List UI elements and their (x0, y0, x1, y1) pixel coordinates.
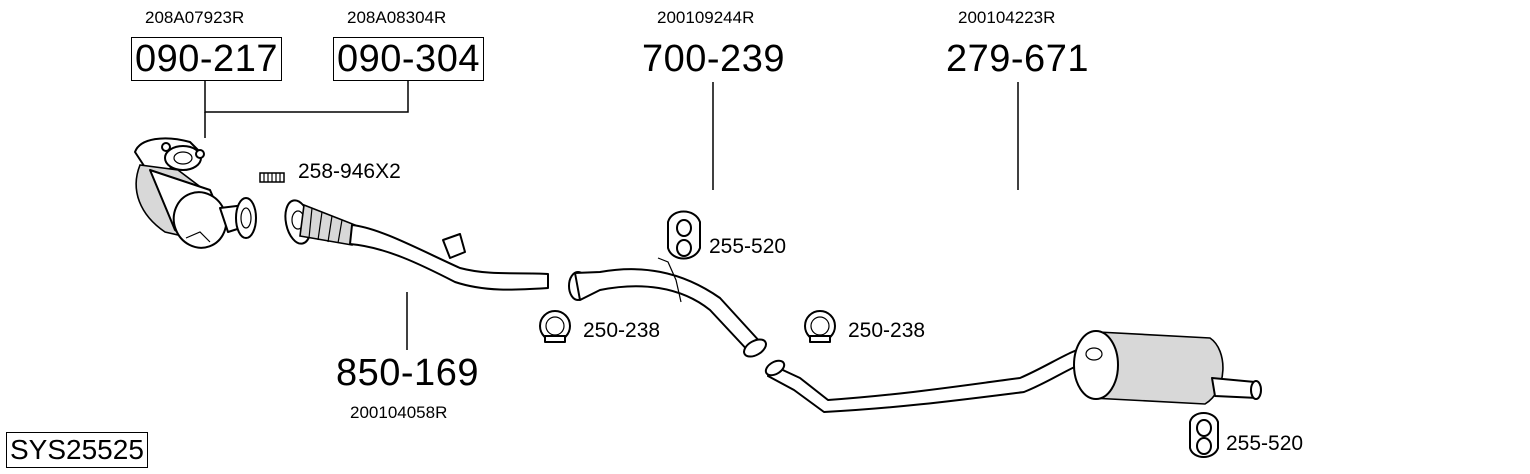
oem-number-279-671: 200104223R (958, 8, 1056, 27)
oem-number-090-304: 208A08304R (347, 8, 447, 27)
part-number-850-169[interactable]: 850-169 (336, 352, 479, 394)
oem-number-700-239: 200109244R (657, 8, 755, 27)
part-number-700-239[interactable]: 700-239 (642, 38, 785, 80)
accessory-label-stud-kit[interactable]: 258-946X2 (298, 160, 401, 183)
rubber-mount-front (667, 210, 701, 260)
accessory-label-rubber-mount-front[interactable]: 255-520 (709, 235, 787, 258)
part-number-279-671[interactable]: 279-671 (946, 38, 1089, 80)
accessory-label-clamp-rear[interactable]: 250-238 (848, 319, 926, 342)
accessory-label-rubber-mount-rear[interactable]: 255-520 (1226, 432, 1304, 455)
catalytic-converter (134, 137, 257, 249)
front-pipe (284, 199, 549, 291)
oem-number-850-169: 200104058R (350, 403, 448, 422)
rear-silencer (1073, 330, 1262, 405)
centre-pipe (568, 257, 767, 358)
clamp-rear (804, 310, 836, 343)
accessory-label-clamp-front[interactable]: 250-238 (583, 319, 661, 342)
stud-bolt (259, 172, 285, 183)
rear-pipe (764, 345, 1095, 413)
clamp-front (539, 310, 571, 343)
part-number-090-304[interactable]: 090-304 (333, 37, 484, 81)
part-number-090-217[interactable]: 090-217 (131, 37, 282, 81)
system-code: SYS25525 (6, 432, 148, 468)
rubber-mount-rear (1189, 412, 1219, 458)
oem-number-090-217: 208A07923R (145, 8, 245, 27)
leader-lines (204, 80, 1019, 350)
